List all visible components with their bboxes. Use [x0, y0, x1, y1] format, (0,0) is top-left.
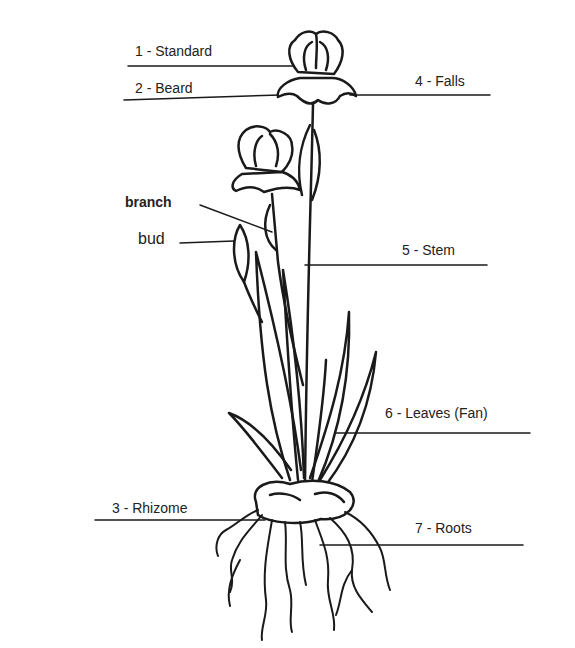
- part-label: 1 - Standard: [135, 43, 212, 59]
- part-label: branch: [125, 194, 172, 210]
- part-label: 6 - Leaves (Fan): [385, 405, 488, 421]
- part-label: 2 - Beard: [135, 80, 193, 96]
- part-label: 7 - Roots: [415, 520, 472, 536]
- leader-lines: [95, 66, 530, 545]
- part-label: 4 - Falls: [415, 73, 465, 89]
- part-label: bud: [138, 230, 165, 248]
- part-label: 3 - Rhizome: [112, 500, 187, 516]
- part-label: 5 - Stem: [402, 242, 455, 258]
